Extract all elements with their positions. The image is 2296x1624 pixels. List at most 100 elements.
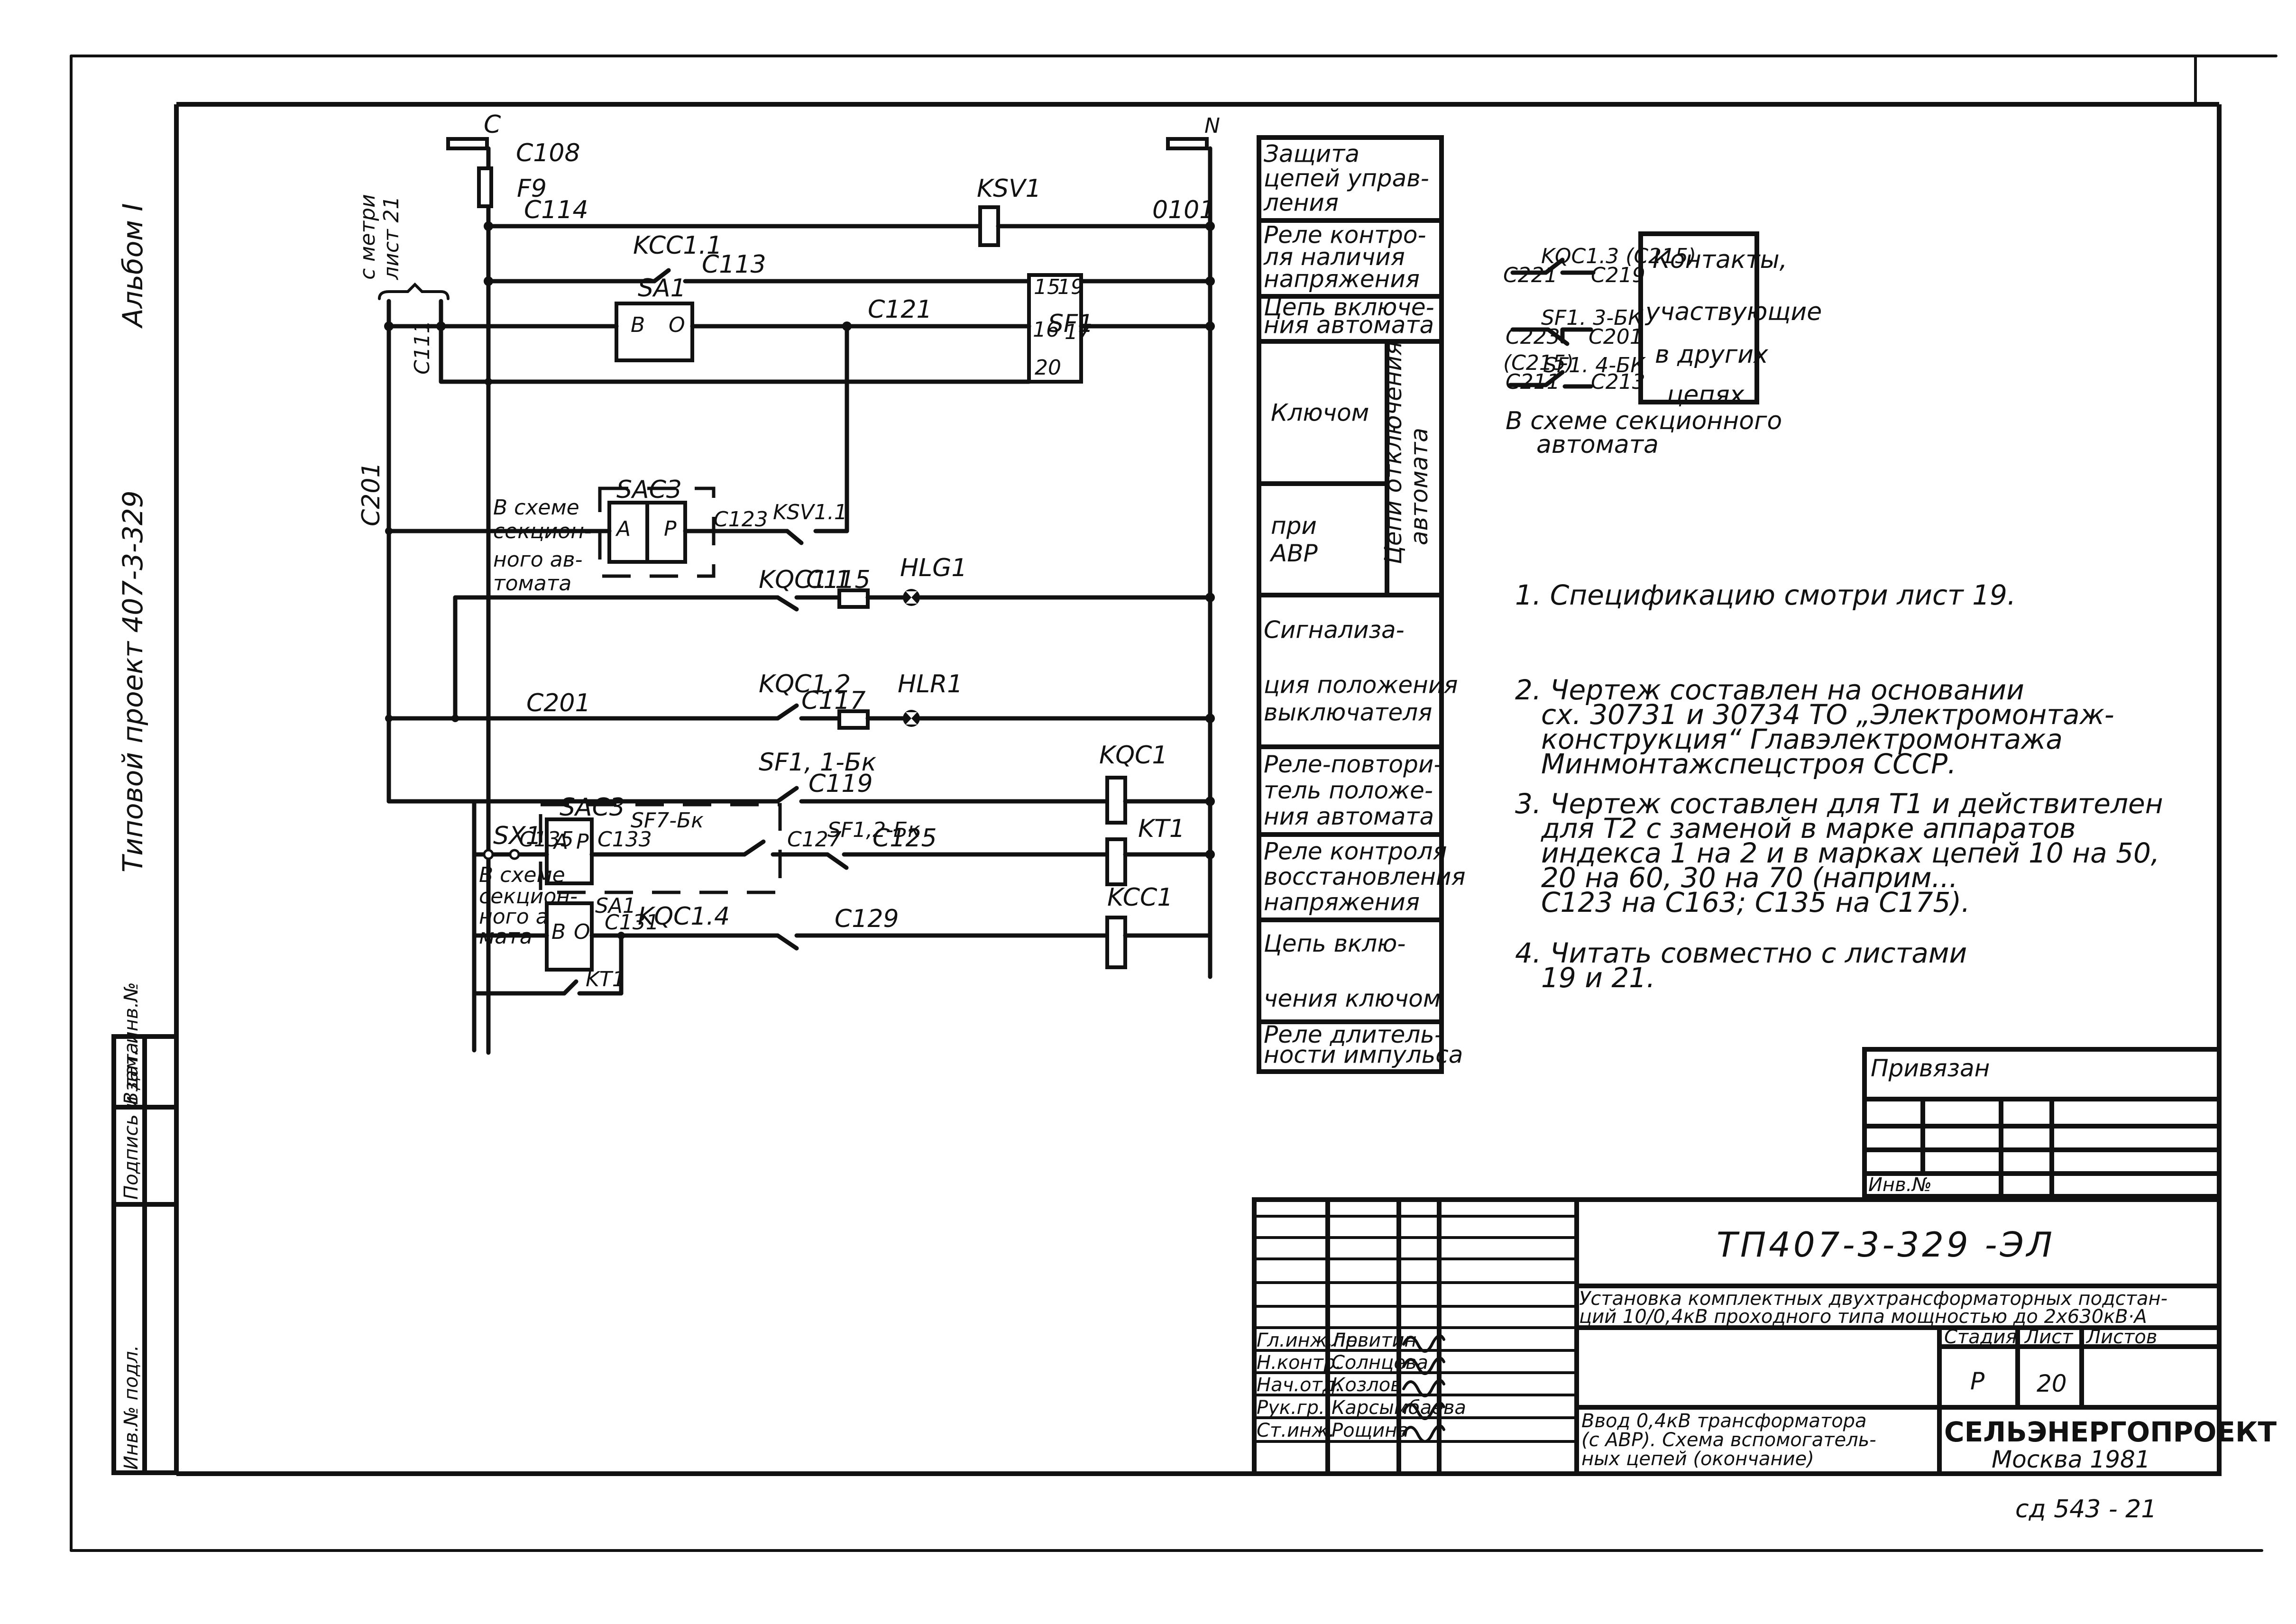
note-4-line-1: 4. Читать совместно с листами [1515,937,1967,969]
kt1-contact-label: KT1 [586,967,625,991]
contacts-box-l1: Контакты, [1653,246,1787,274]
organization: СЕЛЬЭНЕРГОПРОЕКТ [1944,1416,2277,1448]
legend-row-8-line-0: Цепь вклю- [1264,930,1405,957]
ref-note-line1: с метри [356,194,380,280]
legend-vertical-1: Цепи отключения [1379,341,1407,564]
sect-note-1-l3: ного ав- [493,548,582,572]
lamp-hlr1 [903,710,920,727]
sheet-label: Лист [2024,1326,2074,1348]
relay-ksv1 [978,205,1000,247]
legend-row-0-line-1: цепей управ- [1264,165,1429,192]
signer-role-1: Н.контр. [1257,1352,1341,1374]
sect-note-1-l1: В схеме [493,495,579,520]
note-4-line-2: 19 и 21. [1541,962,1655,994]
sheet-frame [70,55,2278,1552]
wire-c111: С111 [410,320,434,375]
sect-note-2-l1: В схеме [479,863,565,887]
kqc1-label: KQC1 [1099,741,1167,770]
sf1-pin-15: 15 [1034,275,1060,299]
wire-c135: С135 [519,827,574,852]
signer-name-0: Левитин [1331,1330,1417,1351]
note-2-line-3: конструкция“ Главэлектромонтажа [1541,723,2063,755]
sx1-label: SX1 [493,822,542,850]
bottom-mark: сд 543 - 21 [2015,1495,2157,1523]
bus-right-label: N [1204,114,1220,138]
contacts-box [1638,231,1759,404]
sa1-bottom-label: SA1 [595,894,636,918]
legend-row-7-line-0: Реле контроля [1264,838,1447,865]
legend-row-3-line-0: Ключом [1271,399,1369,426]
legend-row-0-line-0: Защита [1264,140,1359,167]
breaker-sf1 [1027,273,1083,384]
kt1-label: KT1 [1138,815,1185,843]
legend-row-7-line-1: восстановления [1264,863,1466,890]
note-2-line-1: 2. Чертеж составлен на основании [1515,674,2024,706]
sf1-label: SF1 [1048,310,1093,338]
kqc11-label: KQC1.1 [759,566,851,594]
sf7-bk-label: SF7-Бк [631,808,704,833]
contact-c221: С221 [1503,263,1558,287]
sf1-pin-17: 17 [1065,320,1091,344]
relay-kt1 [1105,837,1127,886]
stage-value: Р [1970,1367,1985,1395]
signer-role-4: Ст.инж. [1257,1420,1335,1441]
binding-title: Привязан [1871,1055,1990,1082]
wire-c129: С129 [835,905,899,933]
contacts-box-l3: в других [1655,340,1769,369]
hlr1-label: HLR1 [898,670,963,698]
kqc13-label: KQC1.3 (С215) [1541,244,1696,268]
sheets-label: Листов [2085,1326,2157,1348]
sheet-title-l3: ных цепей (окончание) [1581,1448,1814,1470]
legend-row-4-line-1: АВР [1269,540,1318,567]
fuse-label: F9 [517,174,547,203]
legend-row-1-line-0: Реле контро- [1264,221,1426,248]
sac3-bottom-enclosure [539,803,782,894]
legend-row-6-line-1: тель положе- [1264,777,1433,804]
project-title-l1: Установка комплектных двухтрансформаторн… [1579,1288,2167,1310]
sf1-1bk-label: SF1, 1-Бк [759,748,877,777]
signer-role-2: Нач.отд. [1257,1374,1341,1396]
terminal-sx1-b [509,849,520,860]
legend-row-6-line-2: ния автомата [1264,803,1434,830]
note-3-line-2: для Т2 с заменой в марке аппаратов [1541,812,2076,844]
contacts-caption-1: В схеме секционного [1506,407,1782,435]
signer-name-2: Козлов [1332,1374,1402,1396]
wire-c114: С114 [524,196,588,224]
signature-0 [1402,1334,1445,1353]
kqc14-label: KQC1.4 [638,902,730,931]
relay-kqc1 [1105,776,1127,825]
legend-row-2-line-0: Цепь включе- [1264,294,1434,321]
other-contacts: KQC1.3 (С215) С221 С219 SF1. 3-БК С223 С… [1503,231,1822,459]
legend-row-0-line-2: ления [1263,189,1339,217]
signature-3 [1402,1402,1445,1420]
project-title-l2: ций 10/0,4кВ проходного типа мощностью д… [1579,1306,2147,1328]
note-3-line-4: 20 на 60, 30 на 70 (наприм... [1541,862,1958,894]
wire-c201-horizontal: С201 [526,689,591,717]
stamp-inv-original: Инв.№ подл. [120,1345,142,1470]
side-title: Типовой проект 407-3-329 [117,490,149,872]
note-2-line-2: сх. 30731 и 30734 ТО „Электромонтаж- [1541,698,2114,731]
sa1-top-mark-v: В [631,313,645,337]
contact-c213: С213 [1591,370,1645,394]
kqc12-label: KQC1.2 [759,670,851,698]
wire-c113: С113 [702,250,766,279]
legend-vertical-2: автомата [1405,428,1433,545]
sa1-bottom-mark-v: В [551,920,566,944]
legend-row-5-line-3: выключателя [1264,698,1432,726]
ksv11-label: KSV1.1 [773,500,847,524]
kcc11-label: KCC1.1 [633,231,722,260]
bus-right-bar [1166,137,1209,150]
sac3-top-mark-a: А [615,517,631,541]
drawing-code: ТП407-3-329 -ЭЛ [1717,1225,2055,1265]
switch-sac3-bottom [545,817,594,885]
contacts-caption-2: автомата [1536,431,1659,459]
wire-c127: С127 [787,827,842,852]
contacts-box-l4: цепях [1667,381,1745,409]
sf1-pin-16: 16 [1033,318,1059,342]
signature-4 [1402,1424,1445,1443]
album-label: Альбом I [117,203,149,329]
sf1-2bk-label: SF1,2-Бк [827,818,920,842]
note-1-line-1: 1. Спецификацию смотри лист 19. [1515,579,2016,611]
